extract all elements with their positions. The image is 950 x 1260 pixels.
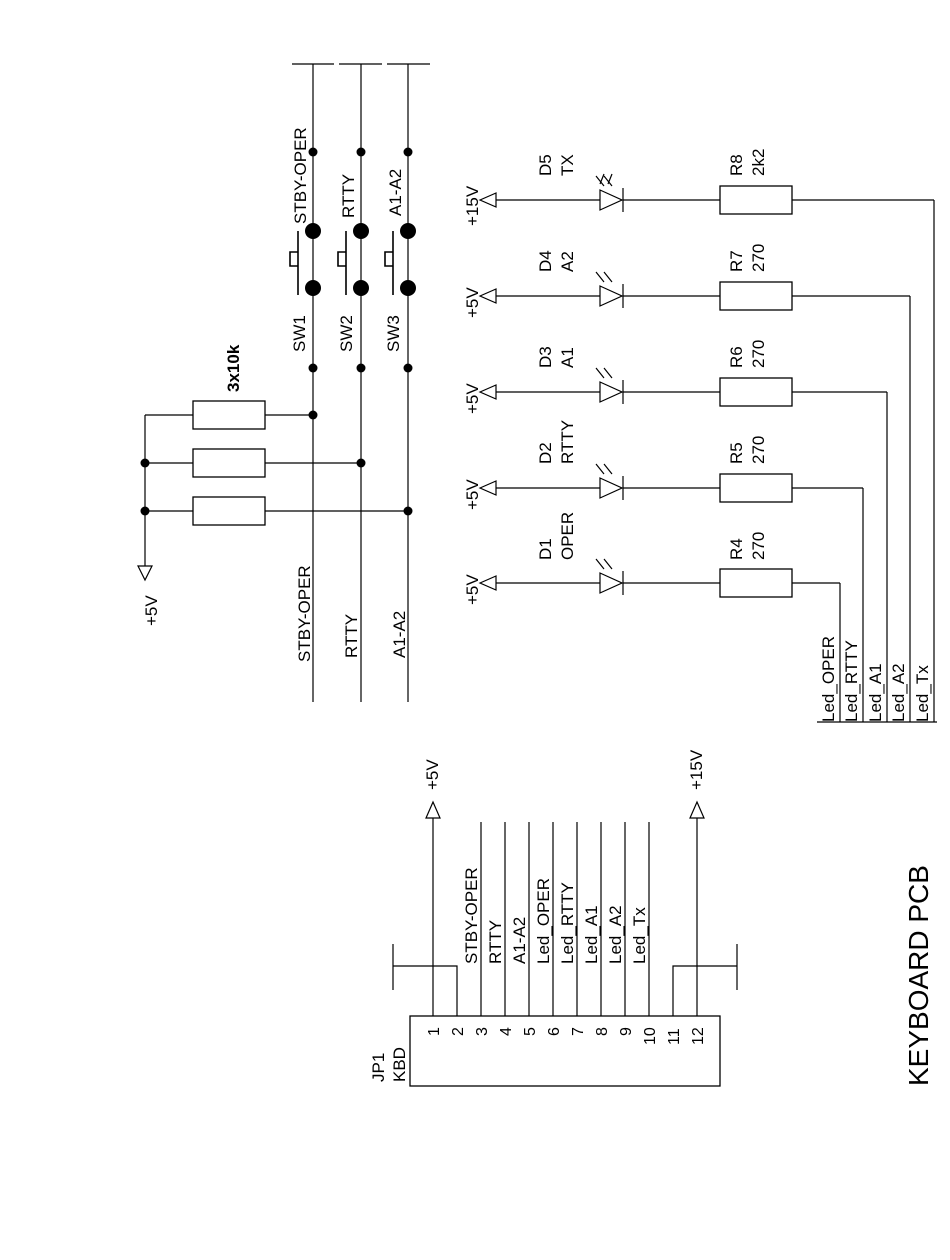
connector-pin-number: 12	[690, 1027, 707, 1045]
connector-net-label: STBY-OPER	[462, 867, 481, 964]
page-title: KEYBOARD PCB	[903, 865, 934, 1086]
d2-supply-label: +5V	[463, 479, 482, 510]
r5-value-label: 270	[749, 436, 768, 464]
connector-pin-number: 6	[546, 1027, 563, 1036]
d1-ref-label: D1	[536, 538, 555, 560]
connector-pin-number: 5	[522, 1027, 539, 1036]
led-row-d4	[478, 271, 911, 722]
connector-15v-label: +15V	[687, 749, 706, 790]
led-net-label-a2: Led_A2	[889, 663, 908, 722]
led-net-label-a1: Led_A1	[866, 663, 885, 722]
junction-dot	[308, 147, 318, 157]
led-net-label-tx: Led_Tx	[913, 665, 932, 722]
bus-label-stby-oper: STBY-OPER	[295, 565, 314, 662]
led-row-d5	[478, 173, 935, 722]
connector-ref-label: JP1	[369, 1053, 388, 1082]
led-row-d2	[478, 463, 864, 722]
d1-name-label: OPER	[558, 512, 577, 560]
sw1-net-label: STBY-OPER	[291, 127, 310, 224]
d5-ref-label: D5	[536, 154, 555, 176]
connector-net-label: Led_RTTY	[558, 882, 577, 964]
sw2-net-label: RTTY	[339, 174, 358, 218]
sw3-net-label: A1-A2	[386, 169, 405, 216]
d3-supply-label: +5V	[463, 383, 482, 414]
r7-ref-label: R7	[727, 250, 746, 272]
r7-value-label: 270	[749, 244, 768, 272]
switch-section: STBY-OPER RTTY A1-A2 SW1 SW2 SW3 STBY-OP…	[137, 63, 430, 702]
d3-name-label: A1	[558, 347, 577, 368]
junction-dot	[356, 147, 366, 157]
connector-net-label: RTTY	[486, 920, 505, 964]
d1-supply-label: +5V	[463, 574, 482, 605]
sw3-ref-label: SW3	[384, 315, 403, 352]
junction-dot	[403, 363, 413, 373]
junction-dot	[356, 363, 366, 373]
pullup-value-label: 3x10k	[224, 344, 243, 392]
r4-value-label: 270	[749, 532, 768, 560]
connector-pin-number: 3	[474, 1027, 491, 1036]
led-row-d1	[478, 558, 841, 722]
r6-ref-label: R6	[727, 346, 746, 368]
sw2-ref-label: SW2	[337, 315, 356, 352]
r8-value-label: 2k2	[749, 149, 768, 176]
d4-ref-label: D4	[536, 250, 555, 272]
connector-pin-number: 8	[594, 1027, 611, 1036]
led-section: +15V +5V +5V +5V +5V D5 TX D4 A2 D3 A1 D…	[463, 149, 937, 723]
connector-pin-number: 4	[498, 1027, 515, 1036]
d3-ref-label: D3	[536, 346, 555, 368]
d4-supply-label: +5V	[463, 287, 482, 318]
connector-name-label: KBD	[390, 1047, 409, 1082]
d5-supply-label: +15V	[463, 185, 482, 226]
connector-pin-number: 7	[570, 1027, 587, 1036]
sw1-ref-label: SW1	[290, 315, 309, 352]
led-net-label-oper: Led_OPER	[819, 636, 838, 722]
connector-net-label: Led_OPER	[534, 878, 553, 964]
d4-name-label: A2	[558, 251, 577, 272]
r8-ref-label: R8	[727, 154, 746, 176]
connector-pin-number: 10	[642, 1027, 659, 1045]
connector-net-label: Led_A2	[606, 905, 625, 964]
bus-label-a1-a2: A1-A2	[390, 611, 409, 658]
connector-jp1: +5V +15V STBY-OPER RTTY A1-A2 Led_OPER L…	[369, 749, 738, 1087]
led-net-label-rtty: Led_RTTY	[842, 640, 861, 722]
r5-ref-label: R5	[727, 442, 746, 464]
sw3-pushbutton-symbol	[384, 223, 416, 296]
led-row-d3	[478, 367, 888, 722]
connector-net-label: Led_Tx	[630, 907, 649, 964]
connector-pin-number: 2	[450, 1027, 467, 1036]
sw2-pushbutton-symbol	[337, 223, 369, 296]
connector-pin-number: 9	[618, 1027, 635, 1036]
d5-name-label: TX	[558, 154, 577, 176]
bus-label-rtty: RTTY	[342, 614, 361, 658]
connector-5v-label: +5V	[423, 759, 442, 790]
connector-pin-number: 1	[426, 1027, 443, 1036]
pullup-supply-label: +5V	[142, 595, 161, 626]
d2-ref-label: D2	[536, 442, 555, 464]
junction-dot	[308, 363, 318, 373]
sw1-pushbutton-symbol	[289, 223, 321, 296]
junction-dot	[403, 147, 413, 157]
r4-ref-label: R4	[727, 538, 746, 560]
connector-pin-number: 11	[666, 1028, 683, 1045]
connector-net-label: Led_A1	[582, 905, 601, 964]
connector-net-label: A1-A2	[510, 917, 529, 964]
d2-name-label: RTTY	[558, 420, 577, 464]
connector-body	[409, 1015, 721, 1087]
pullup-resistors	[137, 400, 408, 582]
r6-value-label: 270	[749, 340, 768, 368]
